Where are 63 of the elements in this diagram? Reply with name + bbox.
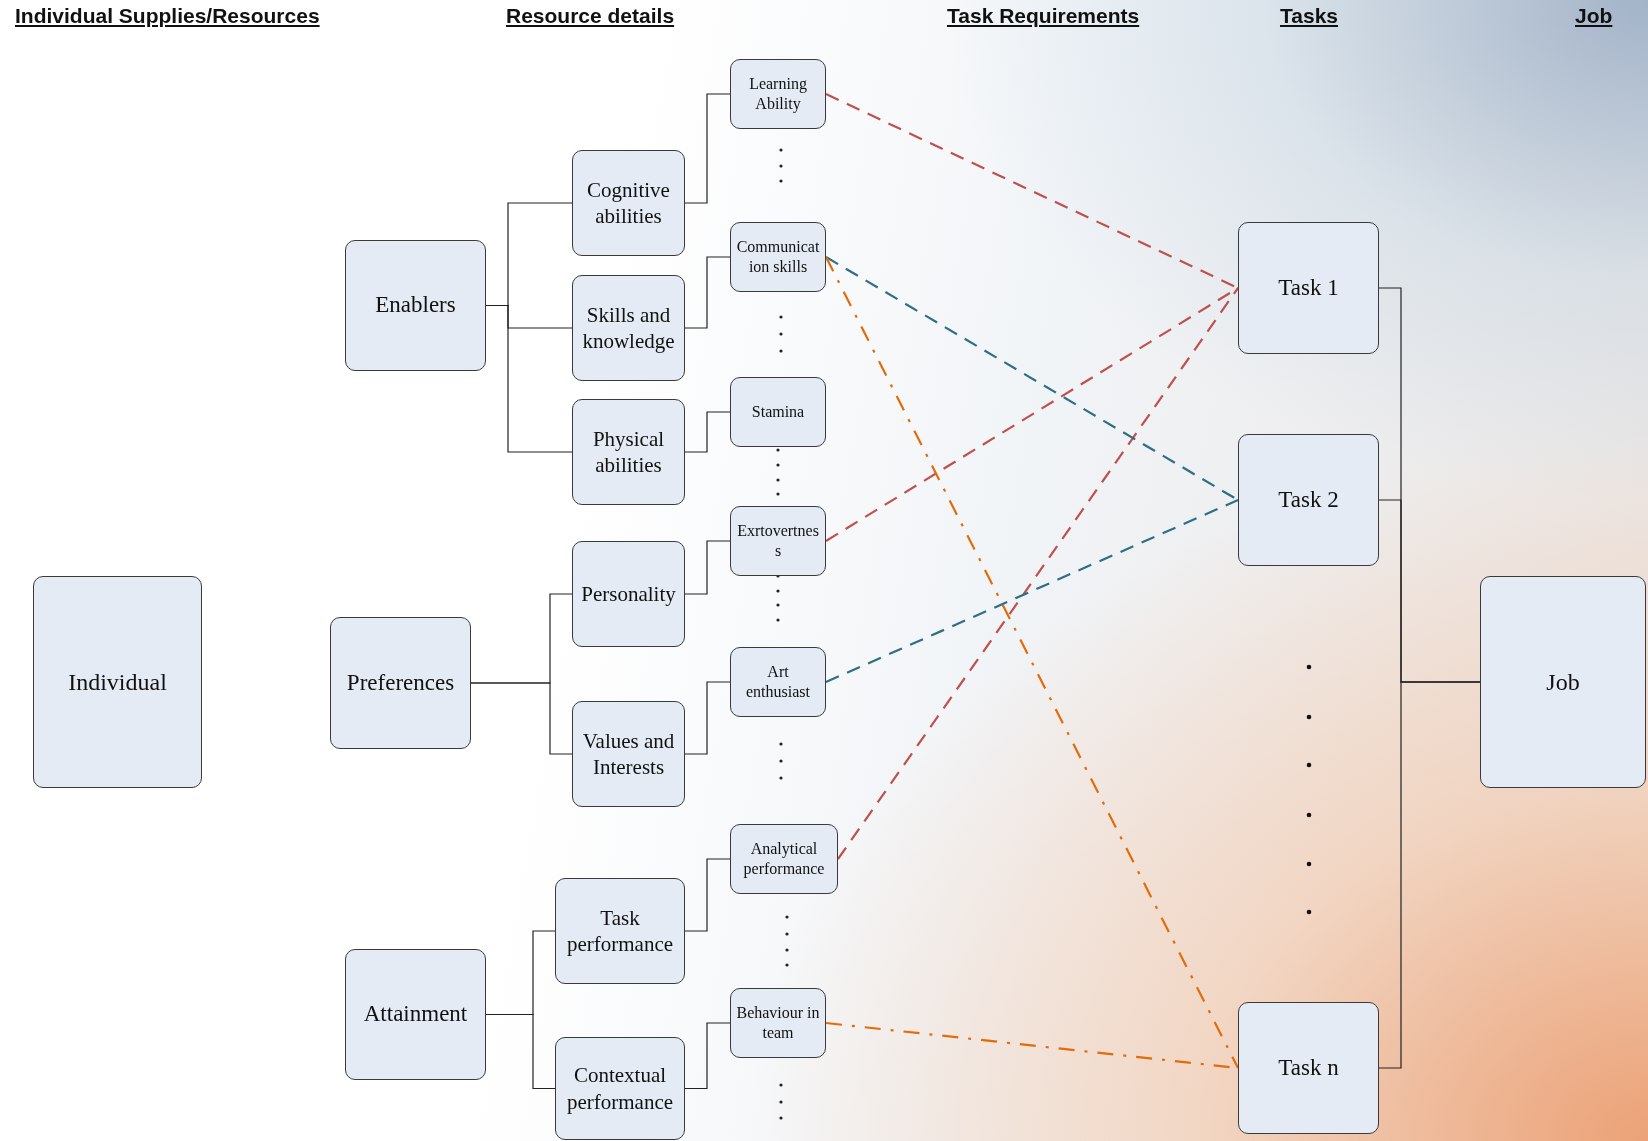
concept-box	[1480, 576, 1646, 788]
concept-box	[730, 506, 826, 576]
tree-connector	[485, 1013, 556, 1090]
concept-box	[730, 59, 826, 129]
concept-box	[555, 878, 685, 984]
node-label: Task n	[1278, 1053, 1339, 1082]
node-label: Job	[1546, 668, 1580, 697]
tree-connector	[684, 540, 731, 595]
node-label: Physical abilities	[591, 425, 666, 479]
concept-box	[730, 988, 826, 1058]
node-label: Analytical performance	[742, 839, 826, 879]
concept-box	[555, 1037, 685, 1140]
node-label: Learning Ability	[748, 74, 808, 114]
concept-box	[730, 647, 826, 717]
tree-connector	[684, 1022, 731, 1090]
node-label: Task performance	[565, 904, 675, 958]
tree-connector	[684, 858, 731, 932]
tree-connector	[684, 681, 731, 755]
node-label: Personality	[581, 580, 676, 608]
tree-connector	[684, 411, 731, 453]
column-heading: Task Requirements	[947, 4, 1140, 28]
concept-box	[572, 275, 685, 381]
column-heading: Individual Supplies/Resources	[15, 4, 320, 28]
node-label: Behaviour in team	[735, 1003, 821, 1043]
concept-box	[33, 576, 202, 788]
tree-connector	[470, 682, 573, 755]
node-label: Enablers	[375, 291, 456, 320]
column-heading: Job	[1575, 4, 1613, 28]
concept-box	[1238, 222, 1379, 354]
dashed-connector	[825, 499, 1239, 683]
node-label: Skills and knowledge	[581, 301, 676, 355]
concept-box	[730, 377, 826, 447]
node-label: Exrtovertness	[736, 521, 820, 561]
dashed-connector	[837, 287, 1239, 860]
node-label: Communication skills	[735, 237, 821, 277]
concept-box	[330, 617, 471, 749]
node-label: Art enthusiast	[745, 662, 811, 702]
tree-connector	[684, 256, 731, 329]
node-label: Contextual performance	[565, 1062, 675, 1115]
node-label: Values and Interests	[581, 727, 676, 781]
column-heading: Tasks	[1280, 4, 1338, 28]
concept-box	[345, 240, 486, 371]
tree-connector	[684, 93, 731, 204]
node-label: Cognitive abilities	[586, 176, 671, 230]
column-heading: Resource details	[506, 4, 675, 28]
concept-box	[572, 701, 685, 807]
concept-box	[572, 150, 685, 256]
node-label: Task 1	[1278, 273, 1339, 302]
node-label: Individual	[68, 668, 167, 697]
tree-connector	[485, 304, 573, 453]
tree-connector	[1378, 681, 1481, 1069]
concept-box	[345, 949, 486, 1080]
node-label: Attainment	[363, 1000, 468, 1029]
node-label: Stamina	[751, 402, 805, 422]
concept-box	[572, 541, 685, 647]
concept-box	[730, 222, 826, 292]
concept-box	[1238, 1002, 1379, 1134]
node-label: Preferences	[346, 668, 455, 697]
concept-box	[730, 824, 838, 894]
dashed-connector	[825, 256, 1239, 1069]
concept-box	[1238, 434, 1379, 566]
node-label: Task 2	[1278, 485, 1339, 514]
concept-box	[572, 399, 685, 505]
